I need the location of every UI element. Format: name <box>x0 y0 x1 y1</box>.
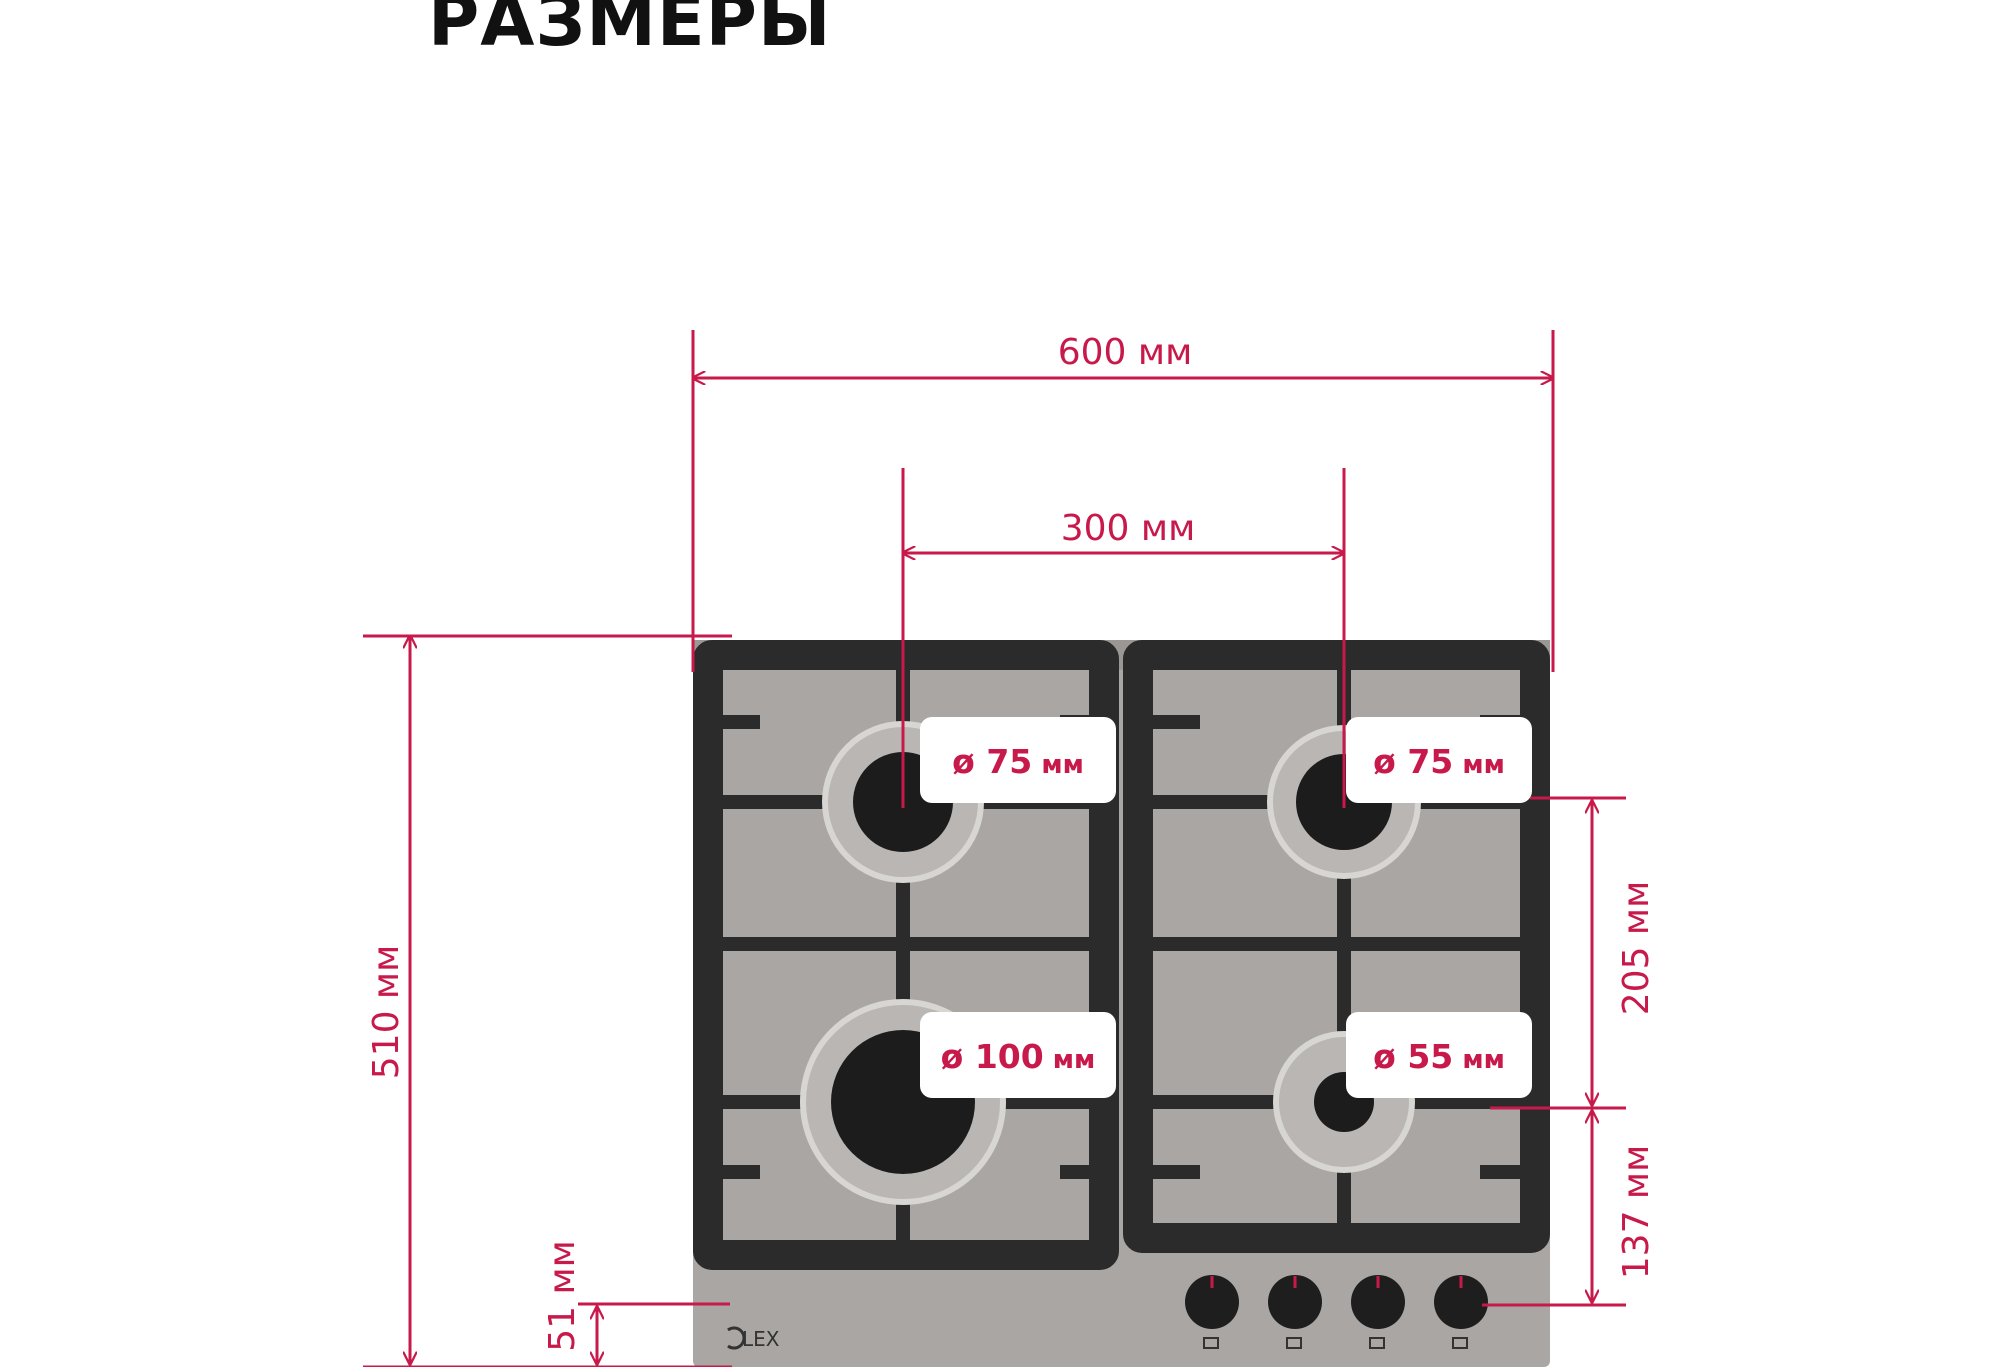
knob-icon[interactable] <box>1185 1275 1239 1349</box>
knob-icon[interactable] <box>1351 1275 1405 1349</box>
brand-logo: LEX <box>742 1327 780 1351</box>
dimension-depth <box>363 634 732 1367</box>
svg-text:ø 100 мм: ø 100 мм <box>941 1037 1096 1076</box>
depth-label: 510 мм <box>366 945 407 1079</box>
burner-badge: ø 75 мм <box>920 717 1116 803</box>
dimension-front-burner-offset <box>1490 796 1626 1110</box>
width-label: 600 мм <box>1058 332 1192 373</box>
knob-icon[interactable] <box>1268 1275 1322 1349</box>
svg-text:ø 75 мм: ø 75 мм <box>952 742 1084 781</box>
dimension-width <box>691 330 1555 672</box>
dimension-burner-spacing <box>901 468 1346 808</box>
control-offset-label: 137 мм <box>1616 1145 1657 1279</box>
burner-spacing-label: 300 мм <box>1061 508 1195 549</box>
burner-badge: ø 75 мм <box>1346 717 1532 803</box>
burner-badge: ø 55 мм <box>1346 1012 1532 1098</box>
dimension-logo-offset <box>578 1302 730 1364</box>
svg-text:ø 75 мм: ø 75 мм <box>1373 742 1505 781</box>
dimension-control-offset <box>1482 1111 1626 1307</box>
logo-offset-label: 51 мм <box>542 1240 583 1352</box>
front-burner-offset-label: 205 мм <box>1616 881 1657 1015</box>
page-title: РАЗМЕРЫ <box>428 0 832 62</box>
lex-logo-icon: LEX <box>727 1326 780 1351</box>
svg-text:ø 55 мм: ø 55 мм <box>1373 1037 1505 1076</box>
knob-icon[interactable] <box>1434 1275 1488 1349</box>
burner-badge: ø 100 мм <box>920 1012 1116 1098</box>
